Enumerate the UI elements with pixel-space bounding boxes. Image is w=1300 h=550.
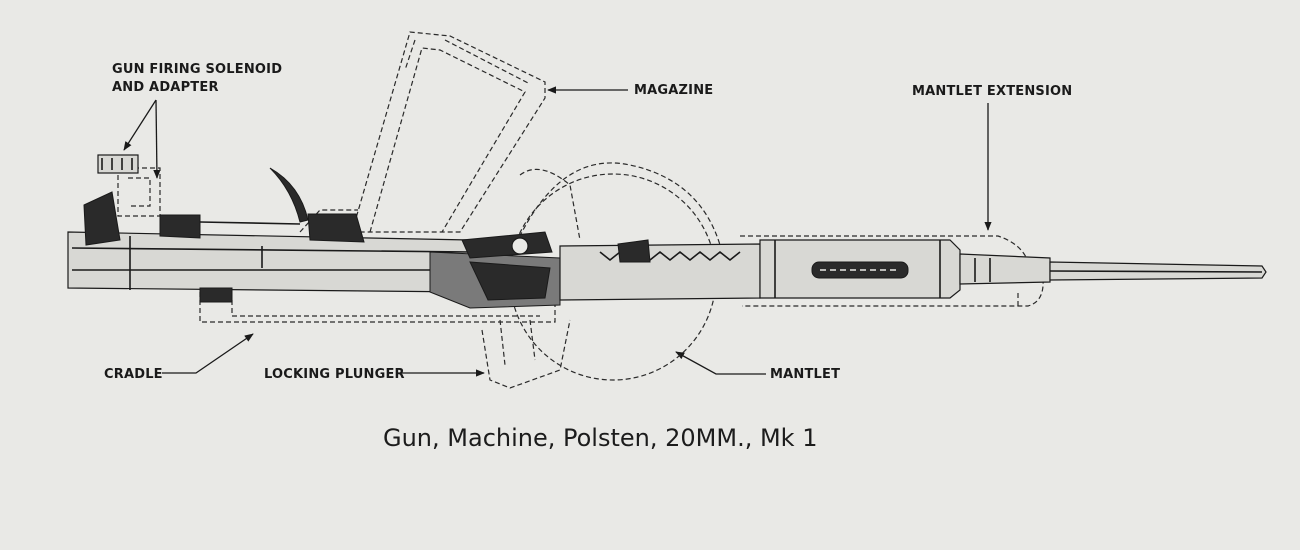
- label-locking-plunger: LOCKING PLUNGER: [264, 367, 405, 382]
- label-cradle: CRADLE: [104, 367, 163, 382]
- leader-lines: [123, 86, 992, 377]
- label-mantlet: MANTLET: [770, 367, 840, 382]
- label-mantlet-extension: MANTLET EXTENSION: [912, 84, 1072, 99]
- leader-cradle: [162, 333, 254, 374]
- cradle-lug: [199, 287, 233, 303]
- magazine-outline: [351, 31, 546, 233]
- cocking-lever: [269, 167, 309, 223]
- solenoid-block: [83, 191, 121, 246]
- leader-solenoid-a: [123, 99, 157, 151]
- dashed-outlines: [117, 31, 1044, 389]
- solenoid-adapter: [97, 154, 139, 174]
- leader-solenoid-b: [153, 99, 161, 179]
- label-solenoid-line1: GUN FIRING SOLENOID: [112, 62, 282, 77]
- cradle-outline: [199, 292, 556, 323]
- leader-mantlet: [675, 351, 766, 375]
- receiver: [67, 231, 471, 293]
- solenoid-outline: [117, 167, 161, 217]
- label-magazine: MAGAZINE: [634, 83, 713, 98]
- gun-body: [67, 154, 1267, 309]
- figure-caption: Gun, Machine, Polsten, 20MM., Mk 1: [383, 424, 817, 452]
- label-solenoid-line2: AND ADAPTER: [112, 80, 219, 95]
